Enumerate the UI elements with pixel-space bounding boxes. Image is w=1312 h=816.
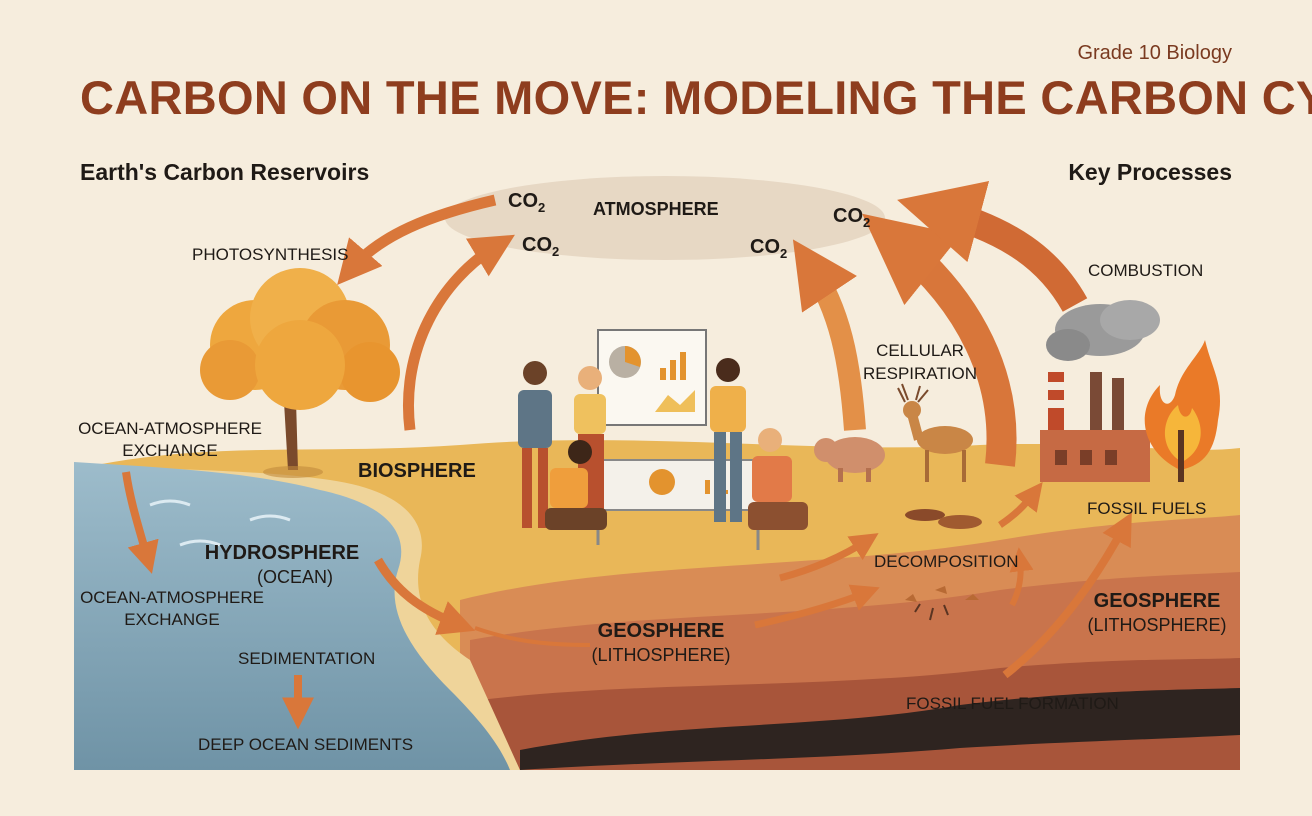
fossil-formation-arrow: [1002, 512, 1132, 679]
grade-label: Grade 10 Biology: [1077, 42, 1232, 64]
geosphere-center-sublabel: (LITHOSPHERE): [591, 645, 731, 665]
decomposition-arrow-right: [998, 482, 1043, 528]
photosynthesis-arrow: [337, 194, 497, 286]
student-illustration: [748, 428, 808, 530]
pig-illustration: [814, 437, 885, 482]
right-section-heading: Key Processes: [1068, 159, 1232, 185]
ocean-wave: [249, 514, 291, 522]
ocean-wave: [179, 539, 221, 547]
whiteboard-illustration: [597, 329, 707, 426]
page-title: CARBON ON THE MOVE: MODELING THE CARBON …: [80, 71, 1312, 124]
geosphere-link-arrow: [474, 626, 591, 647]
left-section-heading: Earth's Carbon Reservoirs: [80, 159, 370, 185]
ocean-exchange-lower-line1: OCEAN-ATMOSPHERE: [80, 588, 264, 607]
respiration-arrow-large: [862, 213, 1017, 467]
combustion-arrow: [897, 180, 1088, 313]
decomposition-debris: [905, 509, 982, 621]
decomposition-arrow-upper: [779, 533, 879, 582]
co2-label: CO2: [508, 190, 546, 215]
co2-label: CO2: [750, 236, 788, 261]
decomposition-arrow-up: [1009, 547, 1034, 607]
ocean-exchange-upper-line1: OCEAN-ATMOSPHERE: [78, 419, 262, 438]
fossil-fuel-layer: [520, 688, 1240, 770]
student-illustration: [518, 361, 552, 528]
atmosphere-label: ATMOSPHERE: [593, 199, 719, 219]
fossil-fuel-formation-label: FOSSIL FUEL FORMATION: [906, 694, 1119, 713]
geosphere-right-sublabel: (LITHOSPHERE): [1087, 615, 1227, 635]
deer-illustration: [897, 383, 973, 482]
geosphere-center-label: GEOSPHERE: [597, 620, 725, 642]
co2-label: CO2: [833, 205, 871, 230]
decomposition-label: DECOMPOSITION: [874, 552, 1019, 571]
atmosphere-cloud: [445, 176, 885, 260]
geosphere-right-label: GEOSPHERE: [1093, 590, 1221, 612]
fire-illustration: [1144, 340, 1221, 482]
hydrosphere-geosphere-arrow: [374, 557, 476, 635]
biosphere-label: BIOSPHERE: [358, 460, 476, 482]
sedimentation-label: SEDIMENTATION: [238, 649, 376, 668]
student-illustration: [545, 440, 607, 530]
hydrosphere-sublabel: (OCEAN): [257, 567, 333, 587]
ocean-exchange-arrow: [122, 471, 159, 574]
ocean-exchange-upper-line2: EXCHANGE: [122, 441, 218, 460]
hydrosphere-label: HYDROSPHERE: [204, 542, 360, 564]
cellular-respiration-arrow: [792, 239, 866, 431]
cellular-respiration-line2: RESPIRATION: [863, 364, 977, 383]
fossil-fuels-label: FOSSIL FUELS: [1087, 499, 1207, 518]
decomposition-arrow-lower: [754, 584, 880, 629]
ocean: [74, 462, 510, 770]
biosphere-respiration-arrow: [403, 234, 515, 431]
student-illustration: [710, 358, 746, 522]
ocean-exchange-lower-line2: EXCHANGE: [124, 610, 220, 629]
combustion-label: COMBUSTION: [1088, 261, 1204, 280]
cellular-respiration-line1: CELLULAR: [876, 341, 964, 360]
deep-ocean-sediments-label: DEEP OCEAN SEDIMENTS: [198, 735, 414, 754]
photosynthesis-label: PHOTOSYNTHESIS: [192, 245, 349, 264]
tree-illustration: [200, 268, 400, 478]
factory-illustration: [1040, 300, 1160, 482]
co2-label: CO2: [522, 234, 560, 259]
ocean-wave: [149, 499, 191, 507]
